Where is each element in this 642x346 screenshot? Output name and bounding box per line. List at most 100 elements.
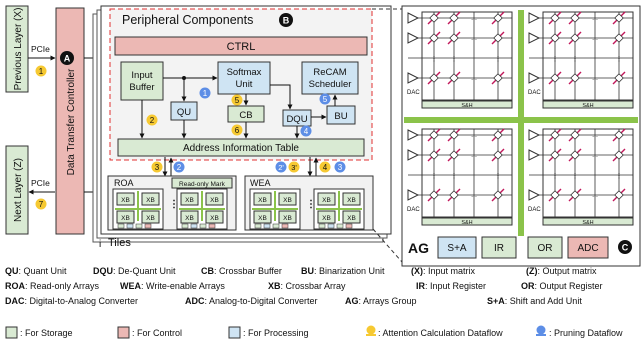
- crossbar-grid: [542, 11, 634, 101]
- memristor-body: [493, 190, 503, 200]
- storage-swatch: [5, 326, 18, 339]
- sample-hold-label: S&H: [582, 220, 593, 226]
- legend-abbr: OR: [521, 281, 535, 291]
- step-5-blue: [319, 93, 331, 105]
- pruning-legend-label: : Pruning Dataflow: [549, 328, 623, 338]
- bu-box: [326, 105, 356, 125]
- legend-desc: : Digital-to-Analog Converter: [24, 296, 139, 306]
- xb-cell: [141, 210, 160, 224]
- softmax-label-1: Softmax: [227, 67, 262, 78]
- legend-desc: : Crossbar Buffer: [214, 266, 282, 276]
- legend-abbr: ROA: [5, 281, 25, 291]
- data-transfer-controller-label: Data Transfer Controller: [66, 68, 77, 175]
- xb-label: XB: [347, 215, 356, 222]
- xb-cell: [278, 192, 297, 206]
- xb-unit: [181, 223, 189, 229]
- memristor-body: [493, 73, 503, 83]
- step-6-yellow: [231, 124, 243, 136]
- vertical-dots: ⋮: [495, 56, 502, 63]
- tiles-ellipsis: i: [99, 239, 101, 250]
- xb-cell: [180, 192, 199, 206]
- dac-icon: [528, 12, 541, 24]
- legend-desc: : Binarization Unit: [314, 266, 385, 276]
- next-layer-box: [5, 145, 29, 235]
- dac-icon: [528, 129, 541, 141]
- vertical-dots: ⋮: [552, 56, 559, 63]
- readonly-mark-box: [171, 177, 233, 189]
- horizontal-dots: ...: [471, 75, 477, 82]
- softmax-unit-box: [217, 61, 271, 95]
- memristor-body: [429, 190, 439, 200]
- xb-label: XB: [121, 215, 130, 222]
- xb-label: XB: [283, 215, 292, 222]
- vertical-dots: ⋮: [451, 173, 458, 180]
- legend-entry: S+A: Shift and Add Unit: [487, 296, 582, 306]
- crossbar-quadrants: ⋮⋮⋮.........DACS&H⋮⋮⋮.........DACS&H⋮⋮⋮.…: [407, 11, 634, 226]
- recam-label-2: Scheduler: [309, 79, 352, 90]
- memristor-body: [570, 190, 580, 200]
- marker-c: [618, 240, 632, 254]
- xb-unit: [144, 223, 152, 229]
- sa-box: [437, 236, 477, 259]
- legend-desc: : Output Register: [534, 281, 603, 291]
- step-6-yellow-label: 6: [235, 126, 240, 135]
- legend-desc: : De-Quant Unit: [113, 266, 176, 276]
- below-left-yellow-3: [151, 161, 163, 173]
- sample-hold-label: S&H: [582, 103, 593, 109]
- vertical-dots: ⋮: [616, 173, 623, 180]
- sample-hold-label: S&H: [461, 220, 472, 226]
- dac-icon: [407, 149, 420, 161]
- step-5-blue-label: 5: [323, 95, 328, 104]
- step-2-yellow-label: 2: [150, 116, 155, 125]
- legend-entry: ADC: Analog-to-Digital Converter: [185, 296, 318, 306]
- dac-label: DAC: [407, 207, 420, 213]
- horizontal-dots: ...: [471, 192, 477, 199]
- next-layer-label: Next Layer (Z): [13, 158, 24, 222]
- memristor-body: [493, 130, 503, 140]
- legend-abbr: S+A: [487, 296, 505, 306]
- marker-b: [279, 13, 293, 27]
- legend-desc: : Input Register: [425, 281, 487, 291]
- memristor-body: [570, 13, 580, 23]
- xb-cell: [342, 192, 361, 206]
- legend-desc: : Write-enable Arrays: [141, 281, 225, 291]
- sa-label: S+A: [447, 243, 467, 254]
- vertical-dots: ⋮: [552, 173, 559, 180]
- memristor-body: [570, 150, 580, 160]
- xb-label: XB: [146, 197, 155, 204]
- memristor-body: [550, 150, 560, 160]
- previous-layer-label: Previous Layer (X): [13, 8, 24, 91]
- horizontal-dots: ...: [592, 75, 598, 82]
- dqu-label: DQU: [286, 114, 307, 125]
- legend-entry: BU: Binarization Unit: [301, 266, 385, 276]
- ag-label: AG: [408, 240, 429, 256]
- memristor-body: [493, 150, 503, 160]
- xb-cell: [278, 210, 297, 224]
- ag-vertical-bus: [518, 10, 524, 236]
- xb-label: XB: [185, 197, 194, 204]
- xb-ellipsis: ⋮: [306, 199, 316, 210]
- vertical-dots: ⋮: [431, 173, 438, 180]
- xb-cell: [253, 192, 272, 206]
- xb-cell: [342, 210, 361, 224]
- ctrl-box: [114, 36, 368, 56]
- step-4-blue-label: 4: [304, 127, 309, 136]
- marker-b-label: B: [283, 16, 290, 26]
- cb-label: CB: [239, 110, 252, 121]
- step-5-yellow: [231, 94, 243, 106]
- memristor-body: [614, 13, 624, 23]
- horizontal-dots: ...: [592, 192, 598, 199]
- below-right-yellow-4: [319, 161, 331, 173]
- or-box: [527, 236, 563, 259]
- xb-unit: [318, 223, 326, 229]
- dac-label: DAC: [528, 90, 541, 96]
- memristor-body: [429, 13, 439, 23]
- memristor-body: [570, 73, 580, 83]
